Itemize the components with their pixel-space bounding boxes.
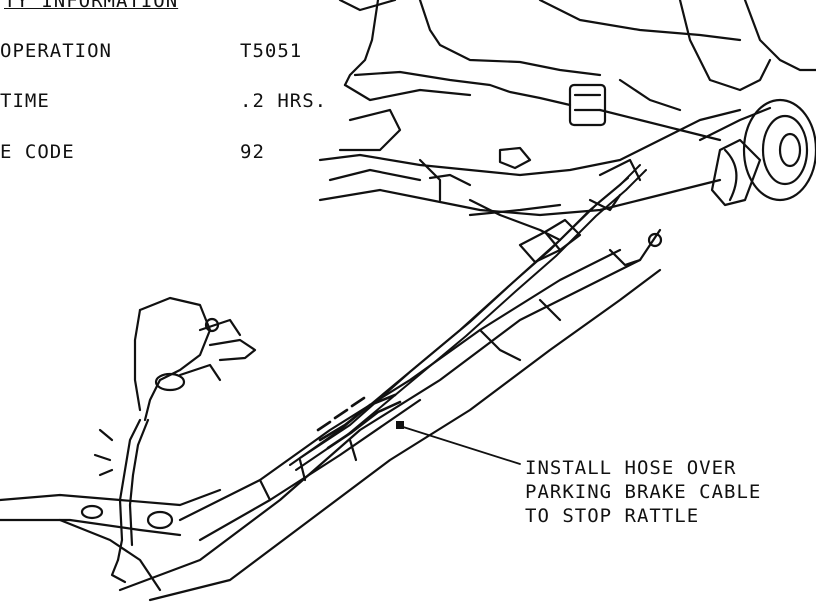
operation-value: T5051: [240, 40, 303, 62]
callout-line: TO STOP RATTLE: [525, 505, 700, 527]
front-cable-equalizer: [93, 296, 257, 584]
upper-frame-structure: [318, 0, 816, 242]
callout-line: PARKING BRAKE CABLE: [525, 481, 762, 503]
hose-on-cable: [316, 393, 402, 450]
time-value: .2 HRS.: [240, 90, 328, 112]
rear-brake-rotor: [698, 98, 816, 207]
callout-pointer: [396, 421, 404, 429]
frame-rail: [0, 228, 663, 602]
install-instruction-callout: INSTALL HOSE OVER PARKING BRAKE CABLE TO…: [525, 456, 761, 528]
section-heading: TY INFORMATION: [4, 0, 179, 12]
time-label: TIME: [0, 90, 50, 112]
code-value: 92: [240, 141, 265, 163]
callout-line: INSTALL HOSE OVER: [525, 457, 737, 479]
code-label: E CODE: [0, 141, 75, 163]
callout-leader-line: [399, 425, 521, 465]
cable-brackets: [518, 158, 642, 264]
operation-label: OPERATION: [0, 40, 112, 62]
